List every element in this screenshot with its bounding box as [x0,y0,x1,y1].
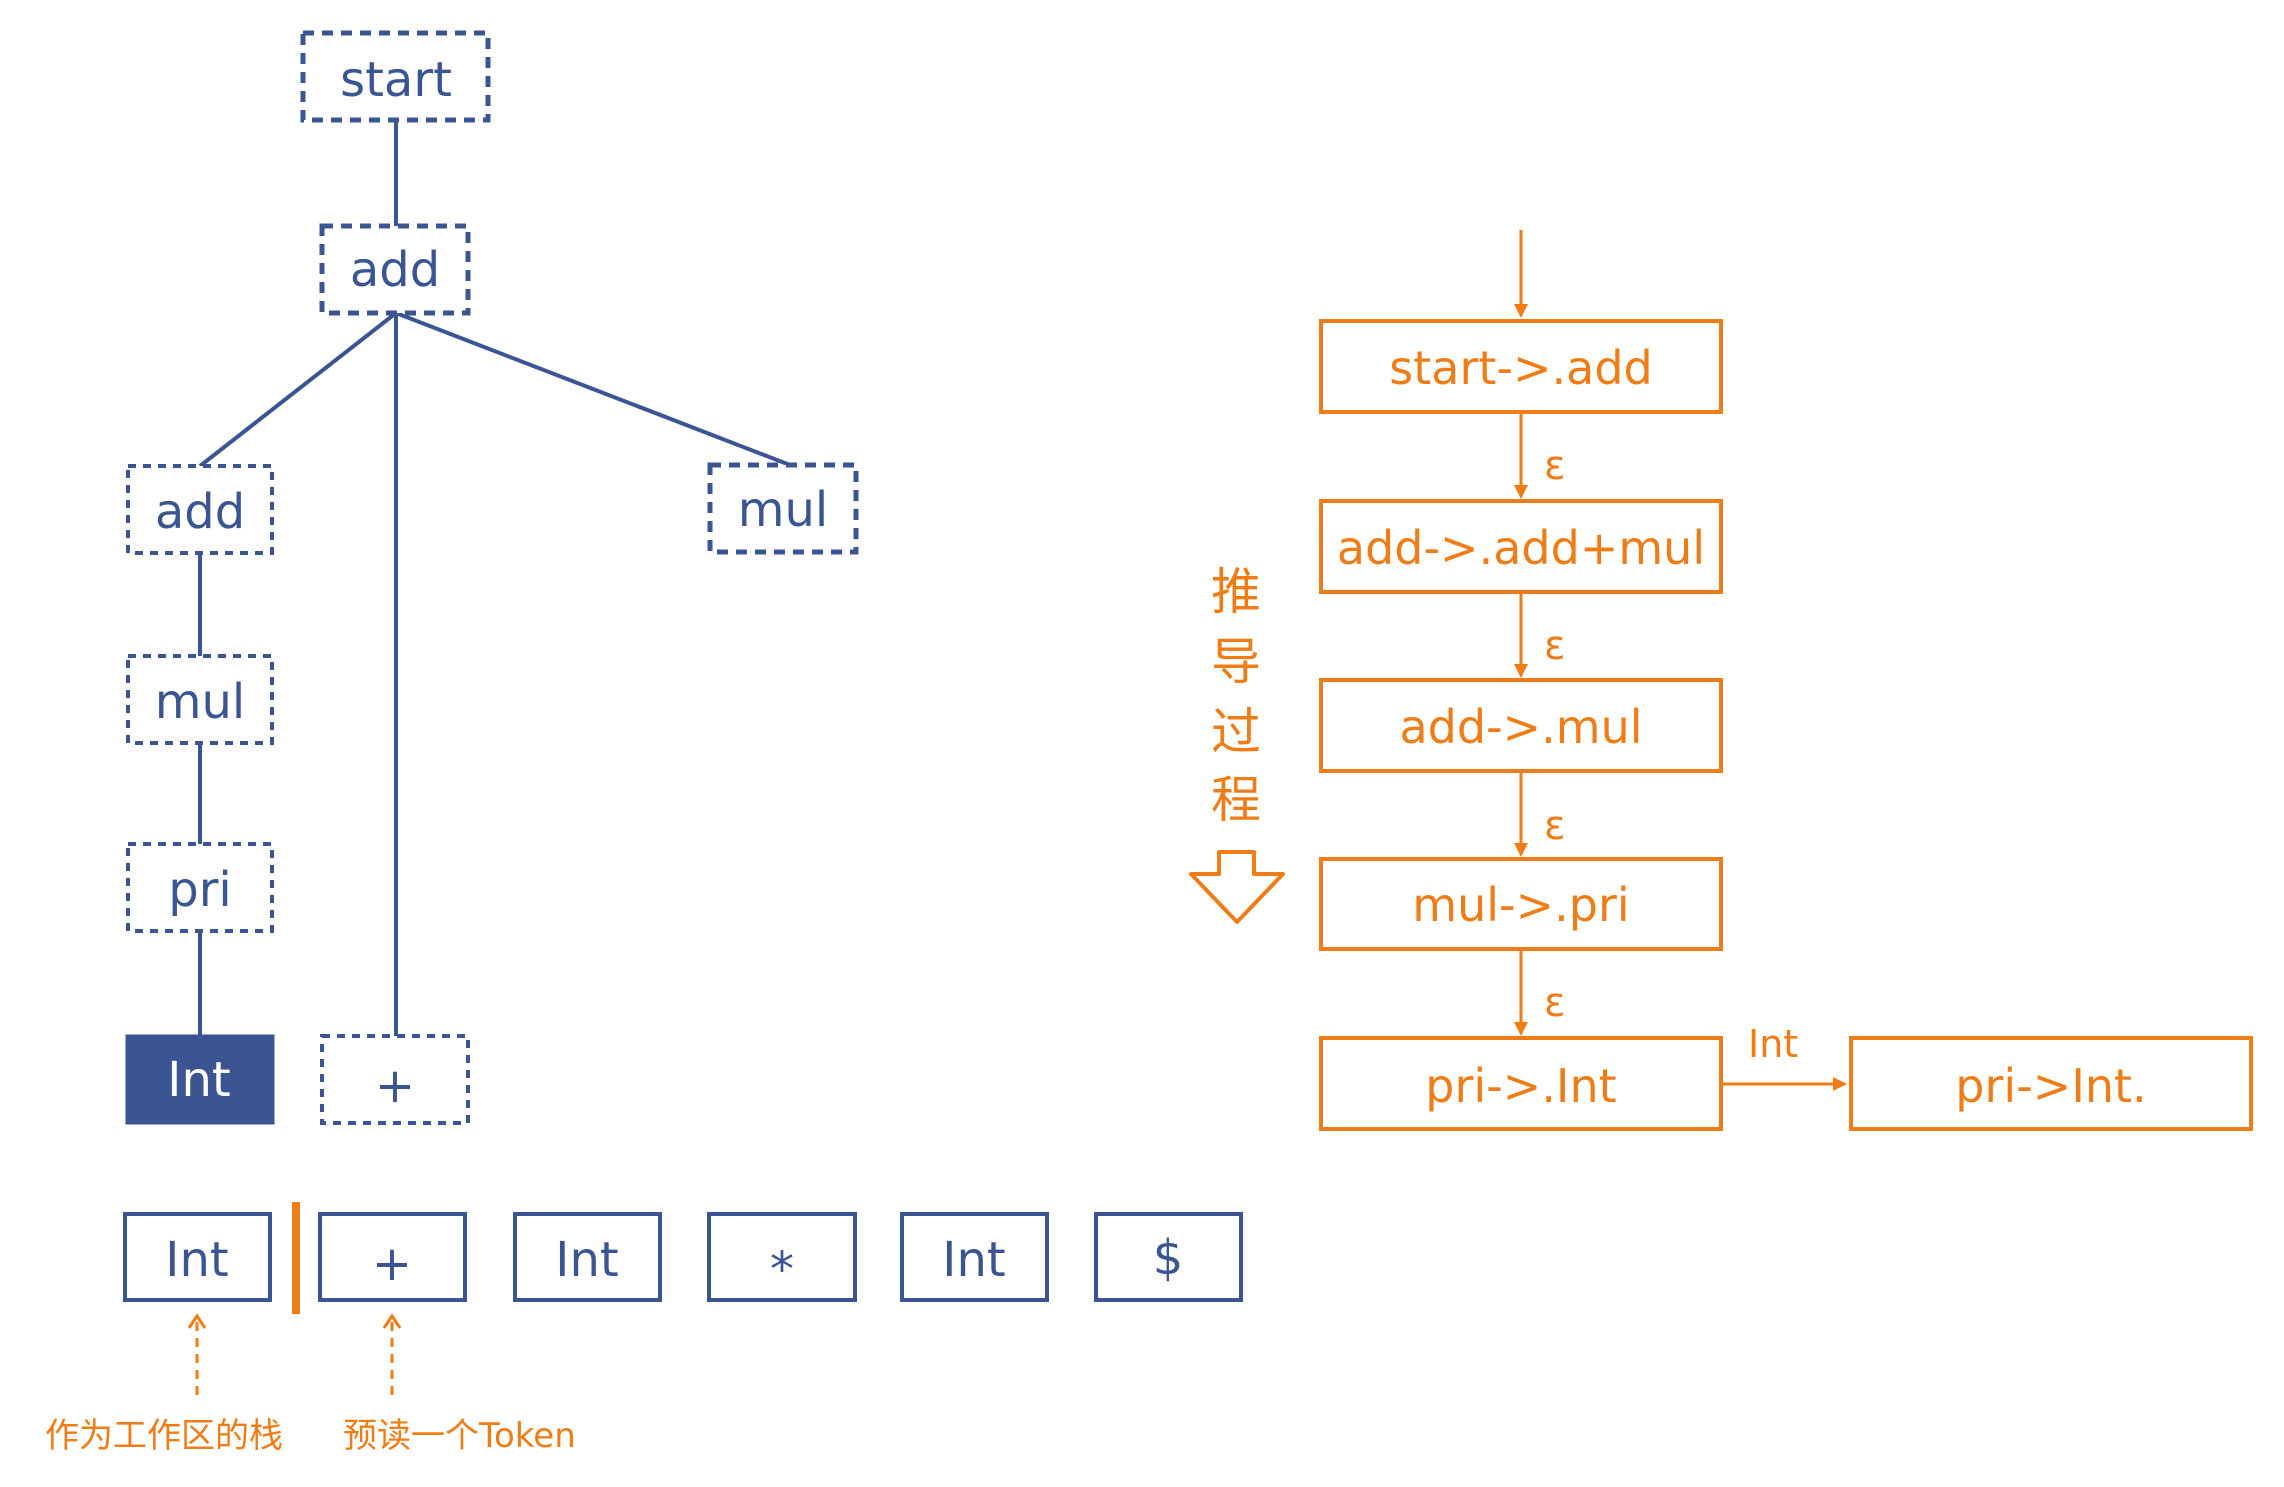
tree-node-add-left-label: add [155,484,245,540]
state-box: mul->.pri [1319,857,1723,951]
token-annotations: 作为工作区的栈 预读一个Token [45,1313,576,1456]
stack-separator [292,1202,300,1314]
tree-node-mul-left: mul [126,654,274,745]
state-label: start->.add [1389,341,1653,395]
token-cell: Int [513,1212,662,1302]
derivation-down-arrow-icon [1189,850,1285,924]
state-label: mul->.pri [1412,878,1629,932]
token-label: + [372,1236,412,1292]
tree-nodes: start add add mul mul pri Int + [125,30,859,1125]
tree-node-mul-right: mul [707,462,859,555]
tree-node-plus-label: + [375,1058,415,1114]
token-cell: + [318,1212,467,1302]
tree-node-add-left: add [126,464,274,555]
tree-node-mul-left-label: mul [155,674,246,730]
state-label: add->.mul [1399,700,1642,754]
derivation-char: 程 [1211,771,1261,829]
token-cell: * [707,1212,857,1302]
tree-node-start: start [300,30,491,123]
epsilon-label: ε [1544,980,1566,1026]
derivation-char: 导 [1211,633,1261,691]
tree-node-int: Int [125,1034,275,1125]
token-stream: Int + Int * Int $ [123,1202,1243,1314]
state-box: pri->.Int [1319,1036,1723,1131]
derivation-char: 推 [1211,563,1261,621]
epsilon-labels: ε ε ε ε Int [1544,443,1798,1066]
tree-node-pri-label: pri [168,862,232,918]
epsilon-label: ε [1544,443,1566,489]
derivation-states: start->.add add->.add+mul add->.mul mul-… [1319,319,2253,1131]
tree-node-mul-right-label: mul [738,482,829,538]
token-cell: Int [900,1212,1049,1302]
token-label: Int [555,1232,618,1288]
derivation-char: 过 [1211,703,1261,761]
lookahead-annotation: 预读一个Token [343,1416,576,1456]
tree-node-add-root: add [319,223,471,316]
tree-node-start-label: start [340,52,452,108]
token-label: $ [1153,1230,1184,1286]
state-box: start->.add [1319,319,1723,414]
tree-node-plus: + [320,1034,470,1125]
token-label: Int [165,1232,228,1288]
derivation-arrows [1514,230,1847,1091]
tree-node-int-label: Int [167,1052,230,1108]
state-label: pri->.Int [1425,1059,1616,1113]
token-label: * [770,1242,794,1298]
token-cell: Int [123,1212,272,1302]
state-label: add->.add+mul [1337,521,1705,575]
tree-node-pri: pri [126,842,274,933]
int-transition-label: Int [1748,1022,1798,1066]
epsilon-label: ε [1544,623,1566,669]
edge-add-add [198,311,398,468]
state-box: add->.add+mul [1319,499,1723,594]
token-label: Int [942,1232,1005,1288]
state-box: add->.mul [1319,678,1723,773]
edge-add-mul [395,311,791,467]
derivation-label: 推 导 过 程 [1189,563,1285,924]
tree-edges [198,120,791,1036]
token-cell: $ [1094,1212,1243,1302]
tree-node-add-root-label: add [350,242,440,298]
stack-annotation: 作为工作区的栈 [45,1416,283,1456]
state-label: pri->Int. [1955,1059,2146,1113]
state-box: pri->Int. [1849,1036,2253,1131]
epsilon-label: ε [1544,803,1566,849]
